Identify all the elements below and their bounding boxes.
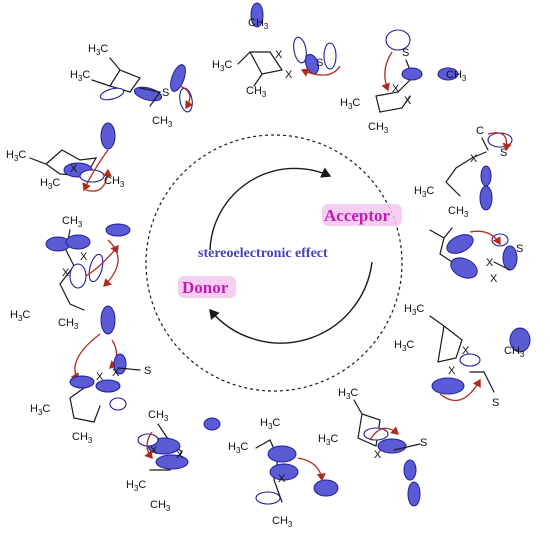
svg-text:CH3: CH3 [246,85,267,99]
svg-text:X: X [404,95,412,107]
svg-text:CH3: CH3 [368,121,389,135]
svg-text:CH3: CH3 [148,409,169,423]
svg-text:X: X [392,83,400,95]
svg-text:H3C: H3C [30,403,50,417]
svg-text:CH3: CH3 [248,17,269,31]
svg-text:H3C: H3C [394,339,414,353]
svg-text:CH3: CH3 [504,345,525,359]
svg-text:X: X [96,371,104,383]
svg-text:H3C: H3C [40,177,60,191]
svg-text:S: S [420,437,427,449]
svg-text:CH3: CH3 [272,515,293,529]
svg-text:H3C: H3C [88,43,108,57]
molecule-6: H3C H3C X X S CH3 [394,303,531,409]
svg-text:H3C: H3C [338,387,358,401]
svg-text:CH3: CH3 [152,115,173,129]
svg-text:X: X [70,163,78,175]
center-label: stereoelectronic effect [198,246,328,261]
molecule-1: H3C H3C S CH3 [70,43,194,129]
svg-text:S: S [492,397,499,409]
svg-text:X: X [374,449,382,461]
svg-text:CH3: CH3 [150,499,171,513]
svg-text:H3C: H3C [212,59,232,73]
molecule-7: H3C H3C X S [318,387,427,507]
cycle-arrow-top [209,167,332,251]
svg-text:X: X [150,445,158,457]
svg-text:CH3: CH3 [446,69,467,83]
molecule-10: X X S H3C CH3 [30,305,151,445]
svg-text:H3C: H3C [414,185,434,199]
svg-text:X: X [470,153,478,165]
dashed-circle [145,134,403,392]
acceptor-highlight [322,204,402,226]
svg-text:H3C: H3C [260,417,280,431]
cycle-arrow-bottom [209,261,373,344]
svg-text:X: X [80,251,88,263]
svg-text:H3C: H3C [340,97,360,111]
molecule-11: CH3 X X H3C CH3 [10,215,131,331]
svg-text:H3C: H3C [404,303,424,317]
svg-text:H3C: H3C [126,479,146,493]
molecule-8: H3C H3C X CH3 [228,417,339,529]
svg-text:X: X [278,473,286,485]
molecule-3: S CH3 X X H3C CH3 [340,29,467,135]
svg-text:S: S [402,47,409,59]
svg-text:H3C: H3C [228,441,248,455]
svg-text:H3C: H3C [10,309,30,323]
svg-text:S: S [500,147,507,159]
svg-text:CH3: CH3 [72,431,93,445]
molecule-4: C S X H3C CH3 [414,125,513,219]
molecule-9: CH3 X X H3C CH3 [126,409,221,513]
svg-text:X: X [112,367,120,379]
donor-label: Donor [182,278,229,297]
molecule-12: H3C CH3 H3C X [6,122,125,192]
svg-text:X: X [62,267,70,279]
svg-text:S: S [316,57,323,69]
svg-text:C: C [476,125,484,137]
svg-text:X: X [176,449,184,461]
svg-text:CH3: CH3 [448,205,469,219]
svg-text:X: X [285,69,293,81]
svg-text:X: X [275,49,283,61]
svg-text:CH3: CH3 [58,317,79,331]
molecule-5: S X X [429,227,523,285]
svg-text:S: S [144,365,151,377]
acceptor-label: Acceptor [324,206,391,225]
molecule-2: CH3 H3C CH3 X X S [212,2,341,99]
svg-text:CH3: CH3 [104,175,125,189]
svg-text:H3C: H3C [70,69,90,83]
svg-text:H3C: H3C [318,433,338,447]
svg-text:X: X [490,273,498,285]
svg-text:X: X [448,365,456,377]
svg-text:S: S [516,243,523,255]
donor-highlight [178,276,236,298]
svg-text:H3C: H3C [6,149,26,163]
svg-text:X: X [462,345,470,357]
svg-text:S: S [162,87,169,99]
svg-text:CH3: CH3 [62,215,83,229]
svg-text:X: X [486,257,494,269]
